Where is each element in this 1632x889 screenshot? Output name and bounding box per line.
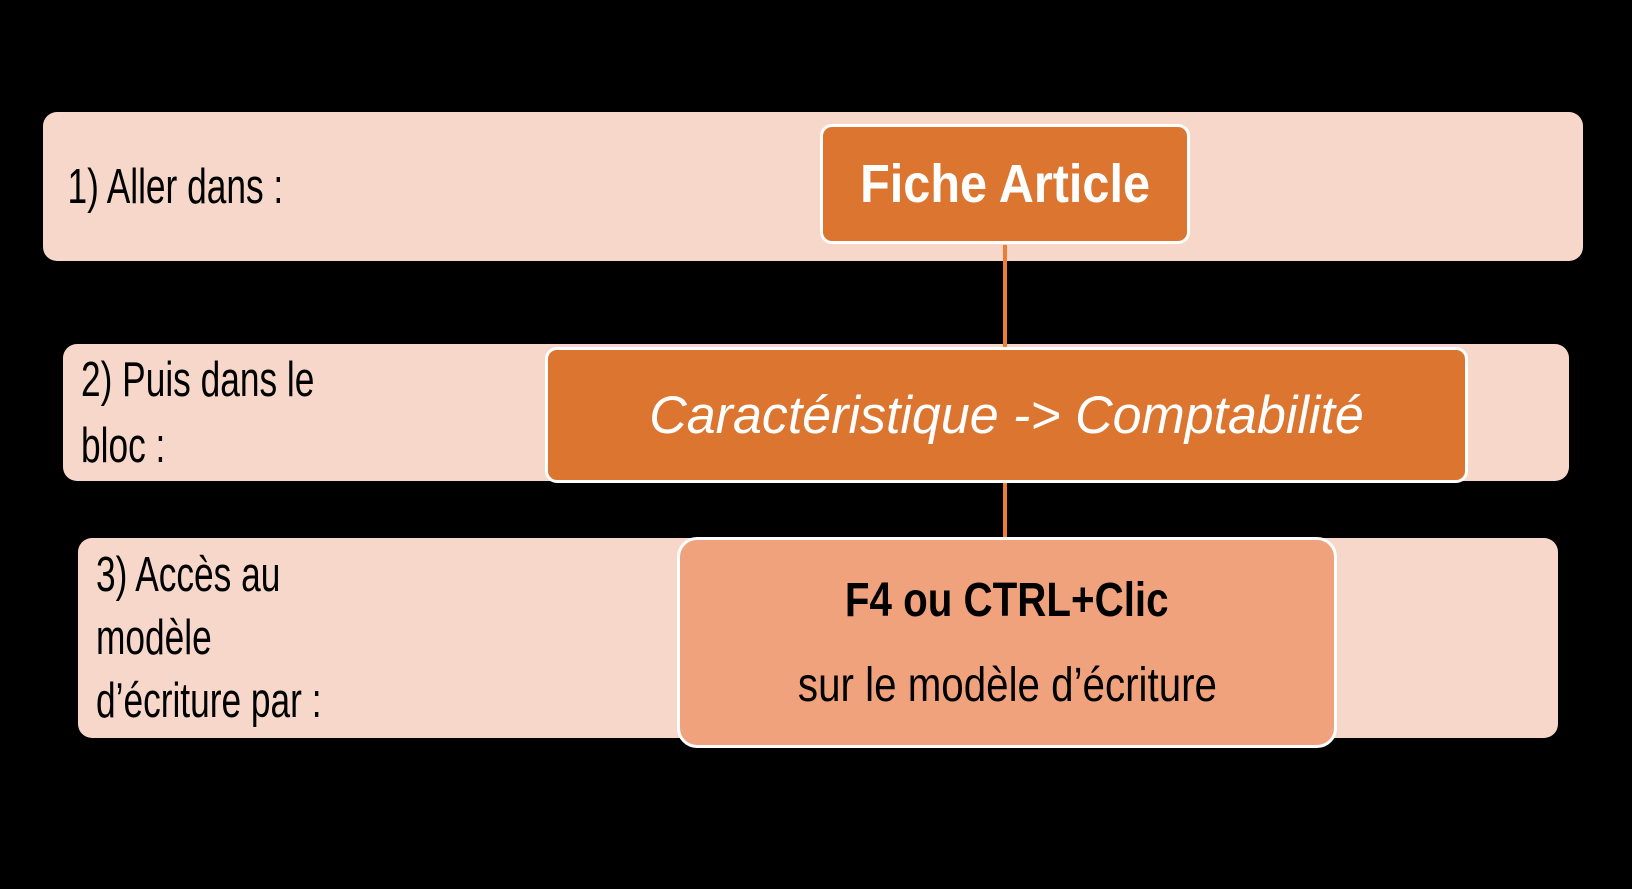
step-band-1: 1) Aller dans : bbox=[43, 112, 1583, 261]
step-label-1-line-1: 1) Aller dans : bbox=[67, 159, 284, 214]
step-label-2-line-1: 2) Puis dans le bbox=[81, 352, 315, 407]
step-label-3-line-1: 3) Accès au bbox=[96, 547, 281, 602]
node-f4-ctrl-clic: F4 ou CTRL+Clic sur le modèle d’écriture bbox=[677, 537, 1337, 748]
connector-line-1 bbox=[1003, 245, 1007, 349]
node-caracteristique-comptabilite: Caractéristique -> Comptabilité bbox=[545, 347, 1468, 483]
connector-line-2 bbox=[1003, 480, 1007, 540]
step-label-3-line-3: d’écriture par : bbox=[96, 673, 322, 728]
step-label-2-line-2: bloc : bbox=[81, 418, 166, 473]
node-fiche-article: Fiche Article bbox=[820, 124, 1190, 244]
node-caracteristique-comptabilite-label: Caractéristique -> Comptabilité bbox=[649, 385, 1364, 445]
node-f4-ctrl-clic-label: F4 ou CTRL+Clic bbox=[845, 573, 1169, 627]
node-fiche-article-label: Fiche Article bbox=[860, 154, 1150, 214]
node-f4-ctrl-clic-sublabel: sur le modèle d’écriture bbox=[797, 658, 1217, 712]
step-label-3: 3) Accès au modèle d’écriture par : bbox=[78, 544, 322, 733]
step-label-2: 2) Puis dans le bloc : bbox=[63, 347, 314, 479]
step-label-1: 1) Aller dans : bbox=[43, 155, 283, 219]
step-label-3-line-2: modèle bbox=[96, 610, 212, 665]
